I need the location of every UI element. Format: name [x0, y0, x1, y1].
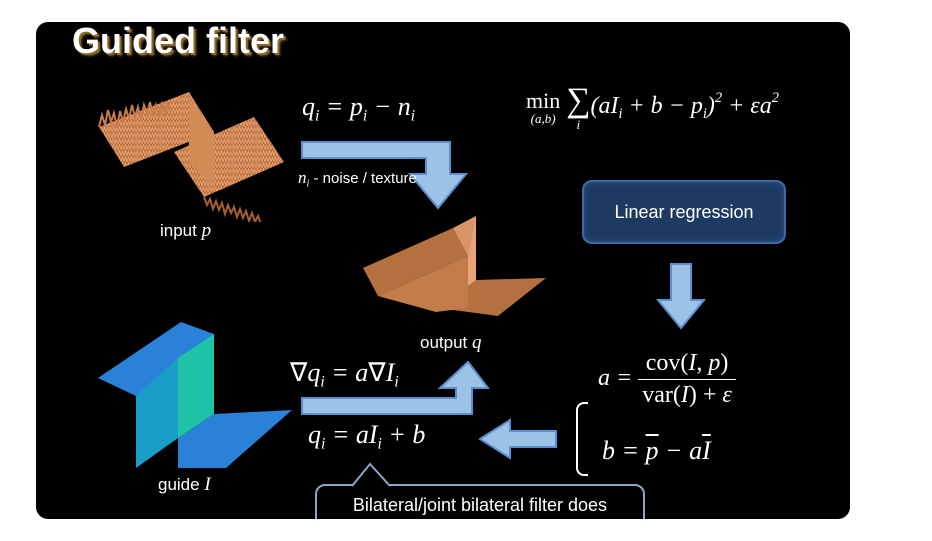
arrow-to-output — [301, 141, 469, 210]
slide-title: Guided filter — [72, 22, 285, 61]
arrow-left — [478, 418, 557, 460]
slide: Guided filter input p qi = pi − ni ni - … — [36, 22, 850, 519]
linear-regression-box: Linear regression — [582, 180, 786, 244]
input-noisy-surface — [98, 92, 284, 222]
arrow-from-guide — [301, 360, 490, 415]
equation-q-p-n: qi = pi − ni — [302, 92, 416, 125]
output-label: output q — [420, 332, 482, 353]
noise-label: ni - noise / texture — [298, 168, 417, 190]
brace — [576, 402, 588, 476]
input-label: input p — [160, 220, 212, 241]
output-step-surface — [363, 216, 546, 316]
b-equation: b = p − aI — [602, 436, 711, 465]
arrow-down — [656, 263, 706, 330]
gradient-equation: ∇qi = a∇Ii — [290, 358, 399, 391]
a-equation: a = cov(I, p)var(I) + ε — [598, 350, 736, 409]
objective-equation: min (a,b) ∑ i (aIi + b − pi)2 + εa2 — [526, 82, 779, 132]
linear-model-equation: qi = aIi + b — [308, 420, 426, 453]
bilateral-callout: Bilateral/joint bilateral filter does — [315, 484, 645, 519]
callout-pointer — [351, 462, 391, 488]
guide-step-surface — [98, 322, 292, 468]
guide-label: guide I — [158, 474, 211, 495]
